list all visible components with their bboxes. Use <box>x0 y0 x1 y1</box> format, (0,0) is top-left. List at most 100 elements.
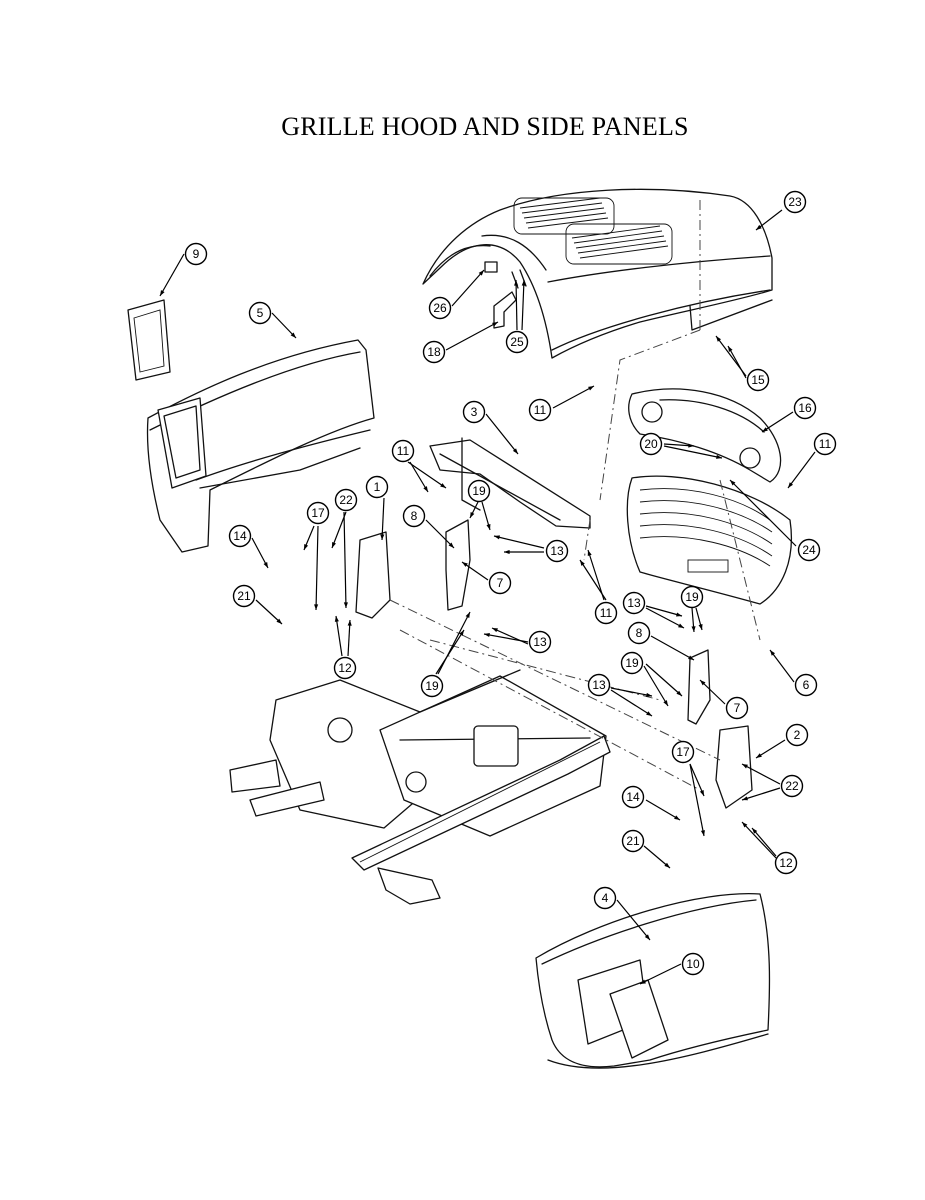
callout-number: 19 <box>472 484 486 498</box>
callout-leader-line <box>639 963 682 985</box>
callout-arrowhead <box>343 602 348 608</box>
callout-arrowhead <box>521 280 526 286</box>
callout-leader-line <box>741 787 781 801</box>
callout-c18: 18 <box>422 340 446 364</box>
callout-arrowhead <box>664 862 670 868</box>
callout-number: 13 <box>533 635 547 649</box>
callout-number: 14 <box>626 790 640 804</box>
front-panel-drawing <box>535 892 771 1069</box>
callout-leader-line <box>485 413 519 455</box>
callout-c8b: 8 <box>627 621 651 645</box>
callout-c15: 15 <box>746 368 770 392</box>
callout-leader-line <box>255 599 283 625</box>
callout-circle <box>622 591 646 615</box>
callout-circle <box>671 740 695 764</box>
callout-number: 19 <box>685 590 699 604</box>
callout-number: 3 <box>471 405 478 419</box>
callout-circle <box>467 479 491 503</box>
callout-arrowhead <box>504 549 510 555</box>
callout-arrowhead <box>728 346 733 352</box>
callout-c11d: 11 <box>594 601 618 625</box>
callout-leader-line <box>610 689 653 717</box>
callout-leader-line <box>587 549 605 601</box>
callout-leader-line <box>689 763 705 797</box>
callout-leader-line <box>515 279 518 331</box>
callout-leader-line <box>727 345 747 379</box>
callout-c8a: 8 <box>402 504 426 528</box>
callout-arrowhead <box>304 544 309 550</box>
callout-arrowhead <box>486 524 491 530</box>
callout-arrowhead <box>730 480 736 486</box>
callout-arrowhead <box>676 612 682 617</box>
callout-arrowhead <box>478 270 484 276</box>
callout-c24: 24 <box>797 538 821 562</box>
callout-c11b: 11 <box>813 432 837 456</box>
callout-number: 21 <box>626 834 640 848</box>
callout-leader-line <box>645 663 683 697</box>
callout-circle <box>774 851 798 875</box>
callout-arrowhead <box>494 535 500 540</box>
callout-number: 7 <box>497 576 504 590</box>
callout-arrowhead <box>580 560 585 566</box>
callout-leader-line <box>741 763 781 785</box>
callout-number: 6 <box>803 678 810 692</box>
callout-arrowhead <box>688 655 694 660</box>
callout-c13a: 13 <box>545 539 569 563</box>
callout-number: 10 <box>686 957 700 971</box>
callout-c12a: 12 <box>333 656 357 680</box>
callout-arrowhead <box>663 700 668 706</box>
hood-drawing <box>422 188 773 359</box>
callout-leader-line <box>579 559 607 601</box>
callout-number: 15 <box>751 373 765 387</box>
right-side-panel-drawing <box>626 388 792 605</box>
callout-c20: 20 <box>639 432 663 456</box>
callout-arrowhead <box>699 790 704 796</box>
callout-leader-line <box>729 479 797 547</box>
callout-number: 13 <box>550 544 564 558</box>
callout-arrowhead <box>423 486 428 492</box>
callout-leader-line <box>643 845 671 869</box>
callout-c19d: 19 <box>620 651 644 675</box>
callout-leader-line <box>787 451 816 489</box>
callout-c26: 26 <box>428 296 452 320</box>
callout-circle <box>621 829 645 853</box>
callout-leader-line <box>616 899 651 941</box>
callout-number: 24 <box>802 543 816 557</box>
callout-circle <box>488 571 512 595</box>
callout-arrowhead <box>160 290 165 296</box>
callout-c25: 25 <box>505 330 529 354</box>
callout-number: 19 <box>625 656 639 670</box>
callout-leader-line <box>409 461 429 493</box>
callout-circle <box>365 475 389 499</box>
callout-leader-line <box>552 385 595 409</box>
callout-c17a: 17 <box>306 501 330 525</box>
callout-number: 1 <box>374 480 381 494</box>
callout-arrowhead <box>762 427 768 432</box>
callout-circle <box>620 651 644 675</box>
callout-arrowhead <box>332 542 336 548</box>
callout-leader-line <box>643 665 669 707</box>
callout-c11a: 11 <box>528 398 552 422</box>
callout-c19a: 19 <box>467 479 491 503</box>
callout-arrowhead <box>770 650 776 656</box>
callout-arrowhead <box>334 616 339 622</box>
callout-circle <box>797 538 821 562</box>
rear-panel-drawing <box>127 299 375 553</box>
callout-circle <box>391 439 415 463</box>
callout-arrowhead <box>756 753 762 758</box>
callout-c19c: 19 <box>420 674 444 698</box>
callout-c9: 9 <box>184 242 208 266</box>
callout-circle <box>184 242 208 266</box>
callout-c16: 16 <box>793 396 817 420</box>
callout-arrowhead <box>676 690 682 696</box>
callout-c7a: 7 <box>488 571 512 595</box>
callout-circle <box>639 432 663 456</box>
callout-circle <box>593 886 617 910</box>
callout-arrowhead <box>716 336 722 342</box>
callout-leader-line <box>761 411 794 433</box>
callout-arrowhead <box>448 542 454 548</box>
callout-leader-line <box>491 627 529 645</box>
callout-c4: 4 <box>593 886 617 910</box>
callout-arrowhead <box>700 680 706 686</box>
callout-leader-line <box>663 445 723 459</box>
